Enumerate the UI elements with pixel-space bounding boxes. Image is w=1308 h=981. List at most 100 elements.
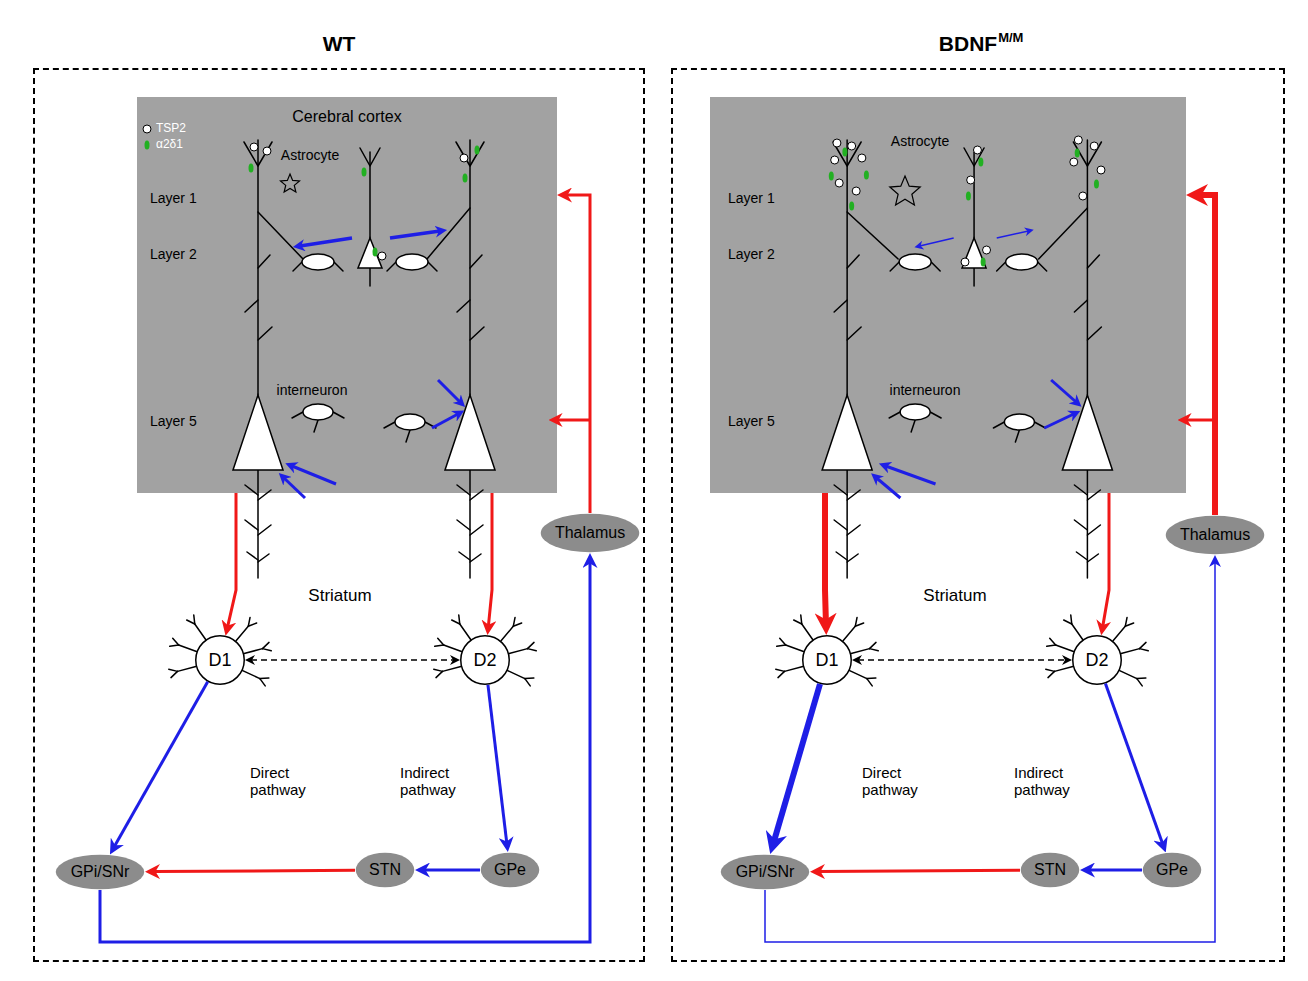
- pathway-label-holder: Direct pathway: [250, 764, 328, 799]
- msn-dendrite: [855, 623, 863, 626]
- astrocyte-star: [890, 176, 920, 205]
- connector-arrow: [488, 493, 492, 626]
- msn-dendrite: [452, 620, 460, 624]
- text-holder: WT: [323, 32, 356, 56]
- receptor-mark: [362, 168, 367, 177]
- connectors: [100, 195, 1215, 942]
- inhibitory-arrow: [432, 414, 458, 428]
- region-label: Layer 5: [150, 413, 197, 429]
- text-holder: interneuron: [277, 381, 348, 399]
- text-holder: Layer 2: [728, 245, 775, 263]
- neurite: [834, 485, 847, 495]
- msn-dendrite: [1125, 623, 1133, 626]
- msn-dendrite: [444, 645, 462, 651]
- receptor-mark: [1094, 180, 1099, 189]
- msn-dendrite: [169, 669, 178, 671]
- msn-dendrite: [509, 649, 527, 654]
- msn-dendrite: [870, 642, 877, 648]
- msn-dendrite: [1137, 677, 1146, 679]
- legend-label: α2δ1: [156, 138, 183, 152]
- node-label: D1: [815, 650, 838, 671]
- pyramidal-soma: [358, 238, 382, 268]
- text-holder: Layer 2: [150, 245, 197, 263]
- msn-dendrite: [187, 620, 195, 624]
- neurite: [292, 412, 303, 418]
- region-label: Astrocyte: [281, 147, 339, 163]
- tsp2-dot: [1090, 142, 1098, 150]
- tsp2-dot: [1097, 166, 1105, 174]
- pathway-label-holder: Indirect pathway: [400, 764, 478, 799]
- connector-arrow: [114, 682, 207, 847]
- inhibitory-arrow: [997, 231, 1029, 238]
- interneuron-soma: [303, 404, 333, 420]
- legend-label: TSP2: [156, 122, 186, 136]
- msn-dendrite: [867, 679, 872, 686]
- inhibitory-arrow: [886, 466, 936, 484]
- neurite: [258, 490, 271, 500]
- inhibitory-arrow: [300, 238, 352, 246]
- pathway-label-holder: Indirect pathway: [1014, 764, 1092, 799]
- neurite: [1015, 430, 1019, 442]
- nucleus-ellipse: GPi/SNr: [720, 854, 810, 890]
- msn-dendrite: [243, 671, 260, 679]
- msn-dendrite: [170, 645, 179, 646]
- receptor-mark: [864, 171, 869, 180]
- neurite: [847, 327, 861, 340]
- legend-item: TSP2: [141, 122, 186, 136]
- msn-dendrite: [435, 645, 444, 646]
- msn-dendrite: [870, 649, 879, 651]
- node-label: GPi/SNr: [736, 863, 795, 881]
- msn-dendrite: [1072, 624, 1083, 640]
- neurite: [1087, 554, 1098, 562]
- connector-arrow: [765, 562, 1215, 942]
- msn-dendrite: [800, 615, 802, 624]
- pathway-label: Indirect pathway: [1014, 764, 1092, 799]
- msn-dendrite: [776, 669, 785, 671]
- msn-dendrite: [442, 666, 460, 671]
- interneuron-soma: [1004, 414, 1034, 430]
- msn-dendrite: [171, 671, 178, 677]
- msn-dendrite: [843, 626, 855, 641]
- node-label: GPi/SNr: [71, 863, 130, 881]
- neurite: [457, 300, 470, 312]
- interneuron-soma: [1006, 254, 1038, 270]
- msn-dendrite: [786, 645, 804, 651]
- neurite: [1087, 255, 1099, 268]
- panel-title: BDNF: [939, 32, 997, 55]
- connector-arrow: [566, 195, 590, 513]
- msn-dendrite: [236, 626, 248, 641]
- tsp2-dot: [858, 154, 866, 162]
- msn-dendrite: [1054, 666, 1072, 671]
- msn-dendrite: [1070, 615, 1072, 624]
- pathway-label: Direct pathway: [862, 764, 940, 799]
- swatch-mark: [145, 140, 150, 149]
- receptor-mark: [463, 174, 468, 183]
- nucleus-ellipse: GPe: [480, 852, 540, 888]
- neurite: [847, 255, 859, 268]
- inhibitory-arrow: [877, 478, 901, 498]
- neurite: [293, 262, 302, 271]
- nucleus-ellipse: GPi/SNr: [55, 854, 145, 890]
- region-label: Layer 5: [728, 413, 775, 429]
- cortex-region: Cerebral cortexLayer 1Layer 2Astrocytein…: [137, 97, 557, 493]
- msn-dendrite: [794, 620, 802, 624]
- msn-dendrite: [260, 679, 265, 686]
- pyramidal-soma: [822, 395, 872, 470]
- tsp2-dot: [1070, 158, 1078, 166]
- neuron-illustration: [169, 136, 1215, 686]
- region-label: Cerebral cortex: [292, 108, 401, 125]
- neurite: [973, 268, 975, 286]
- neuron-soma: D2: [1072, 635, 1122, 685]
- panel-title: WT: [323, 32, 356, 55]
- pyramidal-soma: [1062, 395, 1112, 470]
- region-label: Striatum: [308, 586, 371, 605]
- neurite: [911, 420, 915, 432]
- region-label: interneuron: [890, 382, 961, 398]
- inhibitory-arrow: [390, 231, 440, 238]
- region-label: Layer 2: [728, 246, 775, 262]
- msn-dendrite: [436, 671, 443, 677]
- neurite: [244, 142, 272, 166]
- inhibitory-arrow: [292, 466, 336, 484]
- msn-dendrite: [438, 638, 444, 645]
